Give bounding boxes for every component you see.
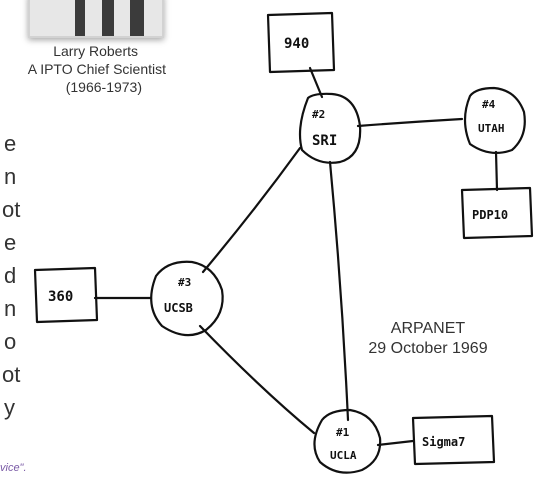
link-sri-utah — [358, 119, 462, 126]
link-ucla-sigma7 — [378, 441, 413, 445]
node-ucla-number: #1 — [336, 426, 350, 439]
node-utah-label: UTAH — [478, 122, 505, 135]
link-utah-pdp10 — [496, 152, 497, 190]
node-ucsb-label: UCSB — [164, 301, 193, 315]
arpanet-title: ARPANET — [338, 319, 518, 339]
node-ucsb-number: #3 — [178, 276, 191, 289]
node-sigma7-label: Sigma7 — [422, 435, 465, 449]
link-940-sri — [310, 68, 322, 97]
node-ucsb-blob — [151, 262, 222, 335]
node-sri-blob — [300, 94, 360, 163]
node-pdp10-label: PDP10 — [472, 208, 508, 222]
node-sri-number: #2 — [312, 108, 325, 121]
node-940-label: 940 — [284, 36, 309, 52]
node-sri-label: SRI — [312, 133, 337, 149]
node-utah-number: #4 — [482, 98, 496, 111]
link-ucsb-ucla — [200, 326, 314, 433]
link-sri-ucla — [330, 162, 348, 420]
node-360-label: 360 — [48, 289, 73, 305]
arpanet-label: ARPANET 29 October 1969 — [338, 319, 518, 359]
node-ucla-label: UCLA — [330, 449, 357, 462]
arpanet-date: 29 October 1969 — [338, 339, 518, 359]
link-sri-ucsb — [203, 148, 300, 272]
